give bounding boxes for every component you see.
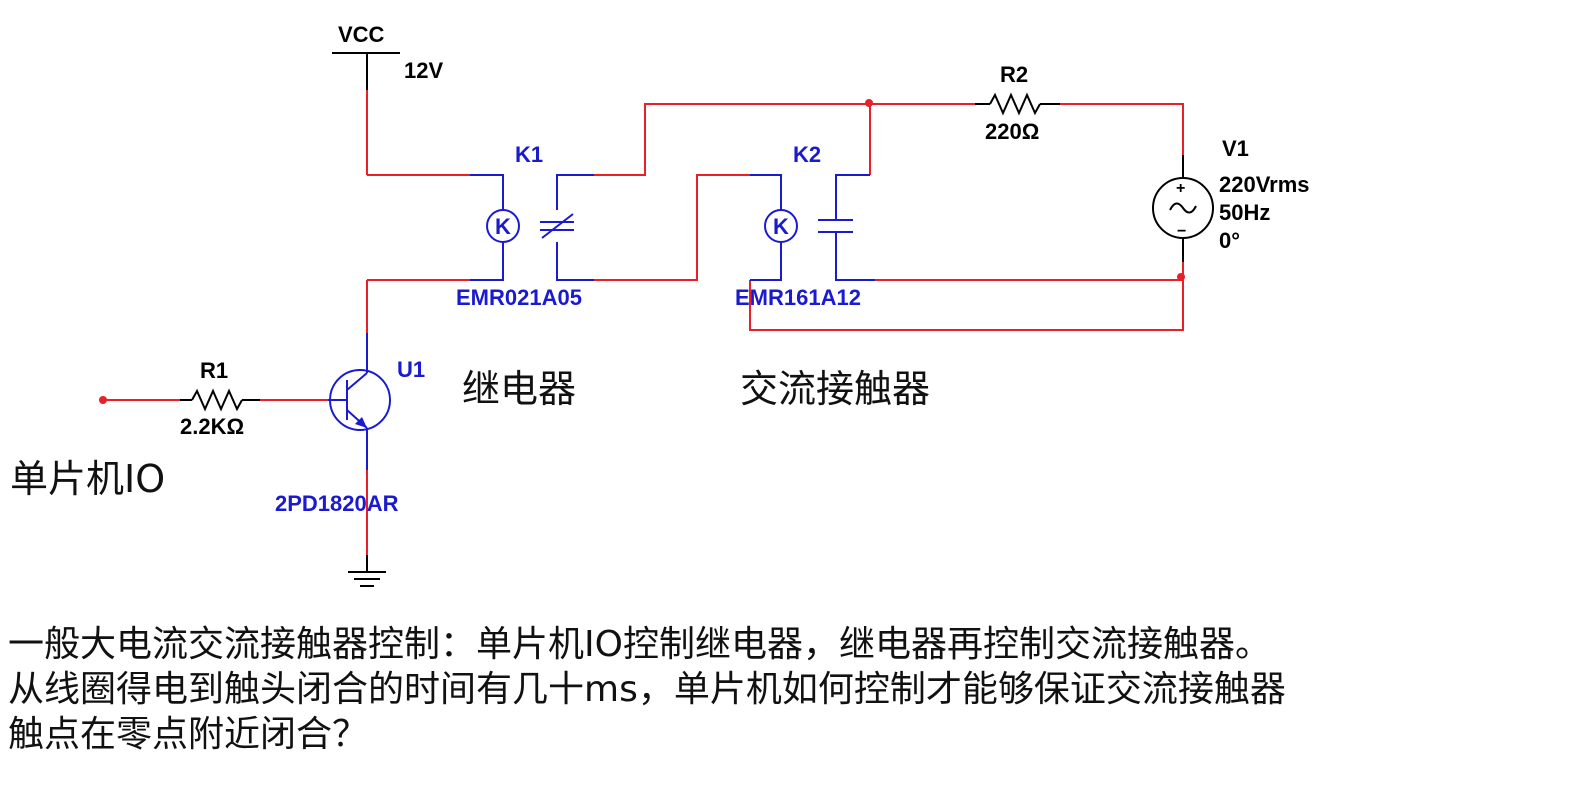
r1-value: 2.2KΩ [180, 414, 244, 439]
relay-caption: 继电器 [462, 367, 576, 411]
r2-value: 220Ω [985, 119, 1039, 144]
ac-source-v1 [1152, 155, 1214, 262]
k2-name: K2 [793, 142, 821, 167]
k2-coil-letter: K [773, 214, 789, 239]
question-line-1: 一般大电流交流接触器控制：单片机IO控制继电器，继电器再控制交流接触器。 [8, 624, 1271, 665]
k1-name: K1 [515, 142, 543, 167]
v1-phase: 0° [1219, 228, 1240, 253]
junction-dot [865, 99, 873, 107]
circuit-wires [103, 103, 1184, 555]
v1-name: V1 [1222, 136, 1249, 161]
k1-coil-letter: K [495, 214, 511, 239]
ground-symbol [348, 555, 386, 587]
vcc-value: 12V [404, 58, 443, 83]
mcu-io-caption: 单片机IO [10, 457, 165, 501]
u1-name: U1 [397, 357, 425, 382]
question-line-3: 触点在零点附近闭合？ [8, 714, 369, 755]
circuit-schematic: VCC 12V R1 2.2KΩ R2 220Ω K1 EMR021A05 K2… [10, 22, 1310, 587]
vcc-supply [332, 52, 400, 175]
v1-voltage: 220Vrms [1219, 172, 1310, 197]
question-text: 一般大电流交流接触器控制：单片机IO控制继电器，继电器再控制交流接触器。 从线圈… [8, 622, 1588, 757]
question-line-2: 从线圈得电到触头闭合的时间有几十ms，单片机如何控制才能够保证交流接触器 [8, 669, 1286, 710]
contactor-k2 [750, 174, 875, 281]
v1-frequency: 50Hz [1219, 200, 1270, 225]
v1-minus-sign: − [1177, 223, 1186, 240]
transistor-u1 [328, 333, 391, 470]
u1-part: 2PD1820AR [275, 491, 399, 516]
vcc-label: VCC [338, 22, 385, 47]
r2-name: R2 [1000, 62, 1028, 87]
r1-name: R1 [200, 358, 228, 383]
k2-part: EMR161A12 [735, 285, 861, 310]
resistor-r2 [975, 92, 1060, 116]
contactor-caption: 交流接触器 [740, 367, 930, 411]
k1-part: EMR021A05 [456, 285, 582, 310]
io-input-terminal [99, 396, 107, 404]
junction-dot [1177, 273, 1185, 281]
relay-k1 [470, 174, 594, 281]
resistor-r1 [180, 388, 260, 412]
v1-plus-sign: + [1176, 180, 1185, 197]
